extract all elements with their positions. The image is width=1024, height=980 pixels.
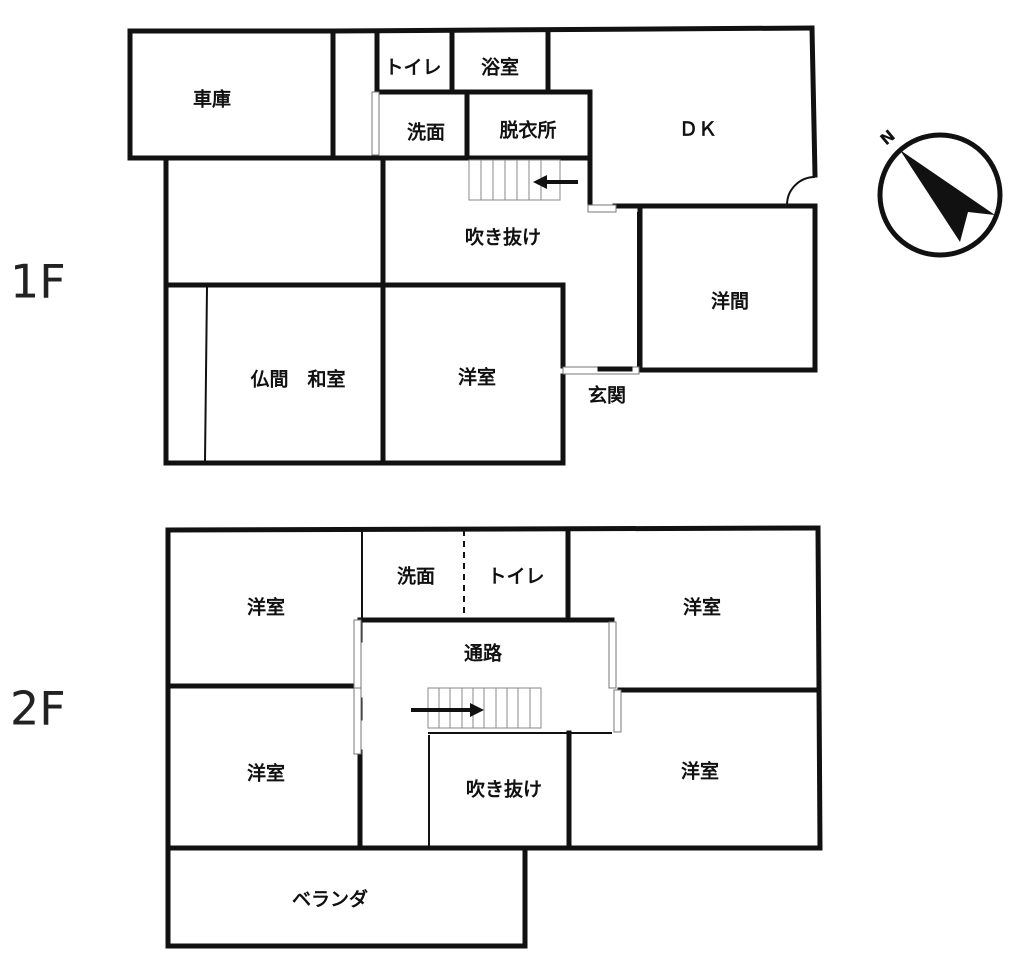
first-floor-walls [127,25,818,466]
arrow-left-icon [533,175,578,189]
room-label-dressing: 脱衣所 [499,119,556,142]
room-label-toilet: トイレ [384,57,441,79]
sliding-door [608,621,617,689]
room-label-entrance: 玄関 [588,384,626,407]
second-floor-labels: 洋室 洗面 トイレ 洋室 通路 洋室 吹き抜け 洋室 ベランダ [247,565,721,911]
room-label-toilet: トイレ [487,566,544,588]
room-label-wash: 洗面 [397,565,435,588]
second-floor-walls [165,525,823,949]
room-label-butsuma-washitsu: 仏間 和室 [250,368,345,391]
garage-room [127,28,336,161]
floor-label-2f: 2F [10,682,66,736]
room-label-garage: 車庫 [193,88,231,111]
room-label-veranda: ベランダ [292,888,368,911]
floor-label-1f: 1F [10,255,66,309]
first-floor-labels: 車庫 トイレ 浴室 洗面 脱衣所 ＤＫ 吹き抜け 洋間 仏間 和室 洋室 玄関 [193,56,749,407]
room-label-western-se: 洋室 [681,760,719,783]
room-label-wash: 洗面 [407,121,445,144]
sliding-door [587,204,617,213]
room-label-void: 吹き抜け [466,778,542,801]
sliding-door [613,689,622,733]
arrow-right-icon [411,703,484,717]
room-label-dk: ＤＫ [679,119,717,141]
door-swing-icon [786,176,816,206]
room-label-bath: 浴室 [481,56,519,79]
compass-icon: N [876,126,1003,258]
room-label-western: 洋室 [458,366,496,389]
room-label-western-hall: 洋間 [711,290,749,313]
sliding-door [371,91,380,156]
sliding-door [353,687,362,755]
room-label-western-sw: 洋室 [247,762,285,785]
room-label-corridor: 通路 [464,642,503,665]
compass-north-label: N [876,126,898,149]
room-label-western-ne: 洋室 [683,596,721,619]
room-label-western-nw: 洋室 [247,596,285,619]
room-label-void: 吹き抜け [465,226,541,249]
sliding-door [353,619,362,689]
western-hall-room [637,203,818,373]
